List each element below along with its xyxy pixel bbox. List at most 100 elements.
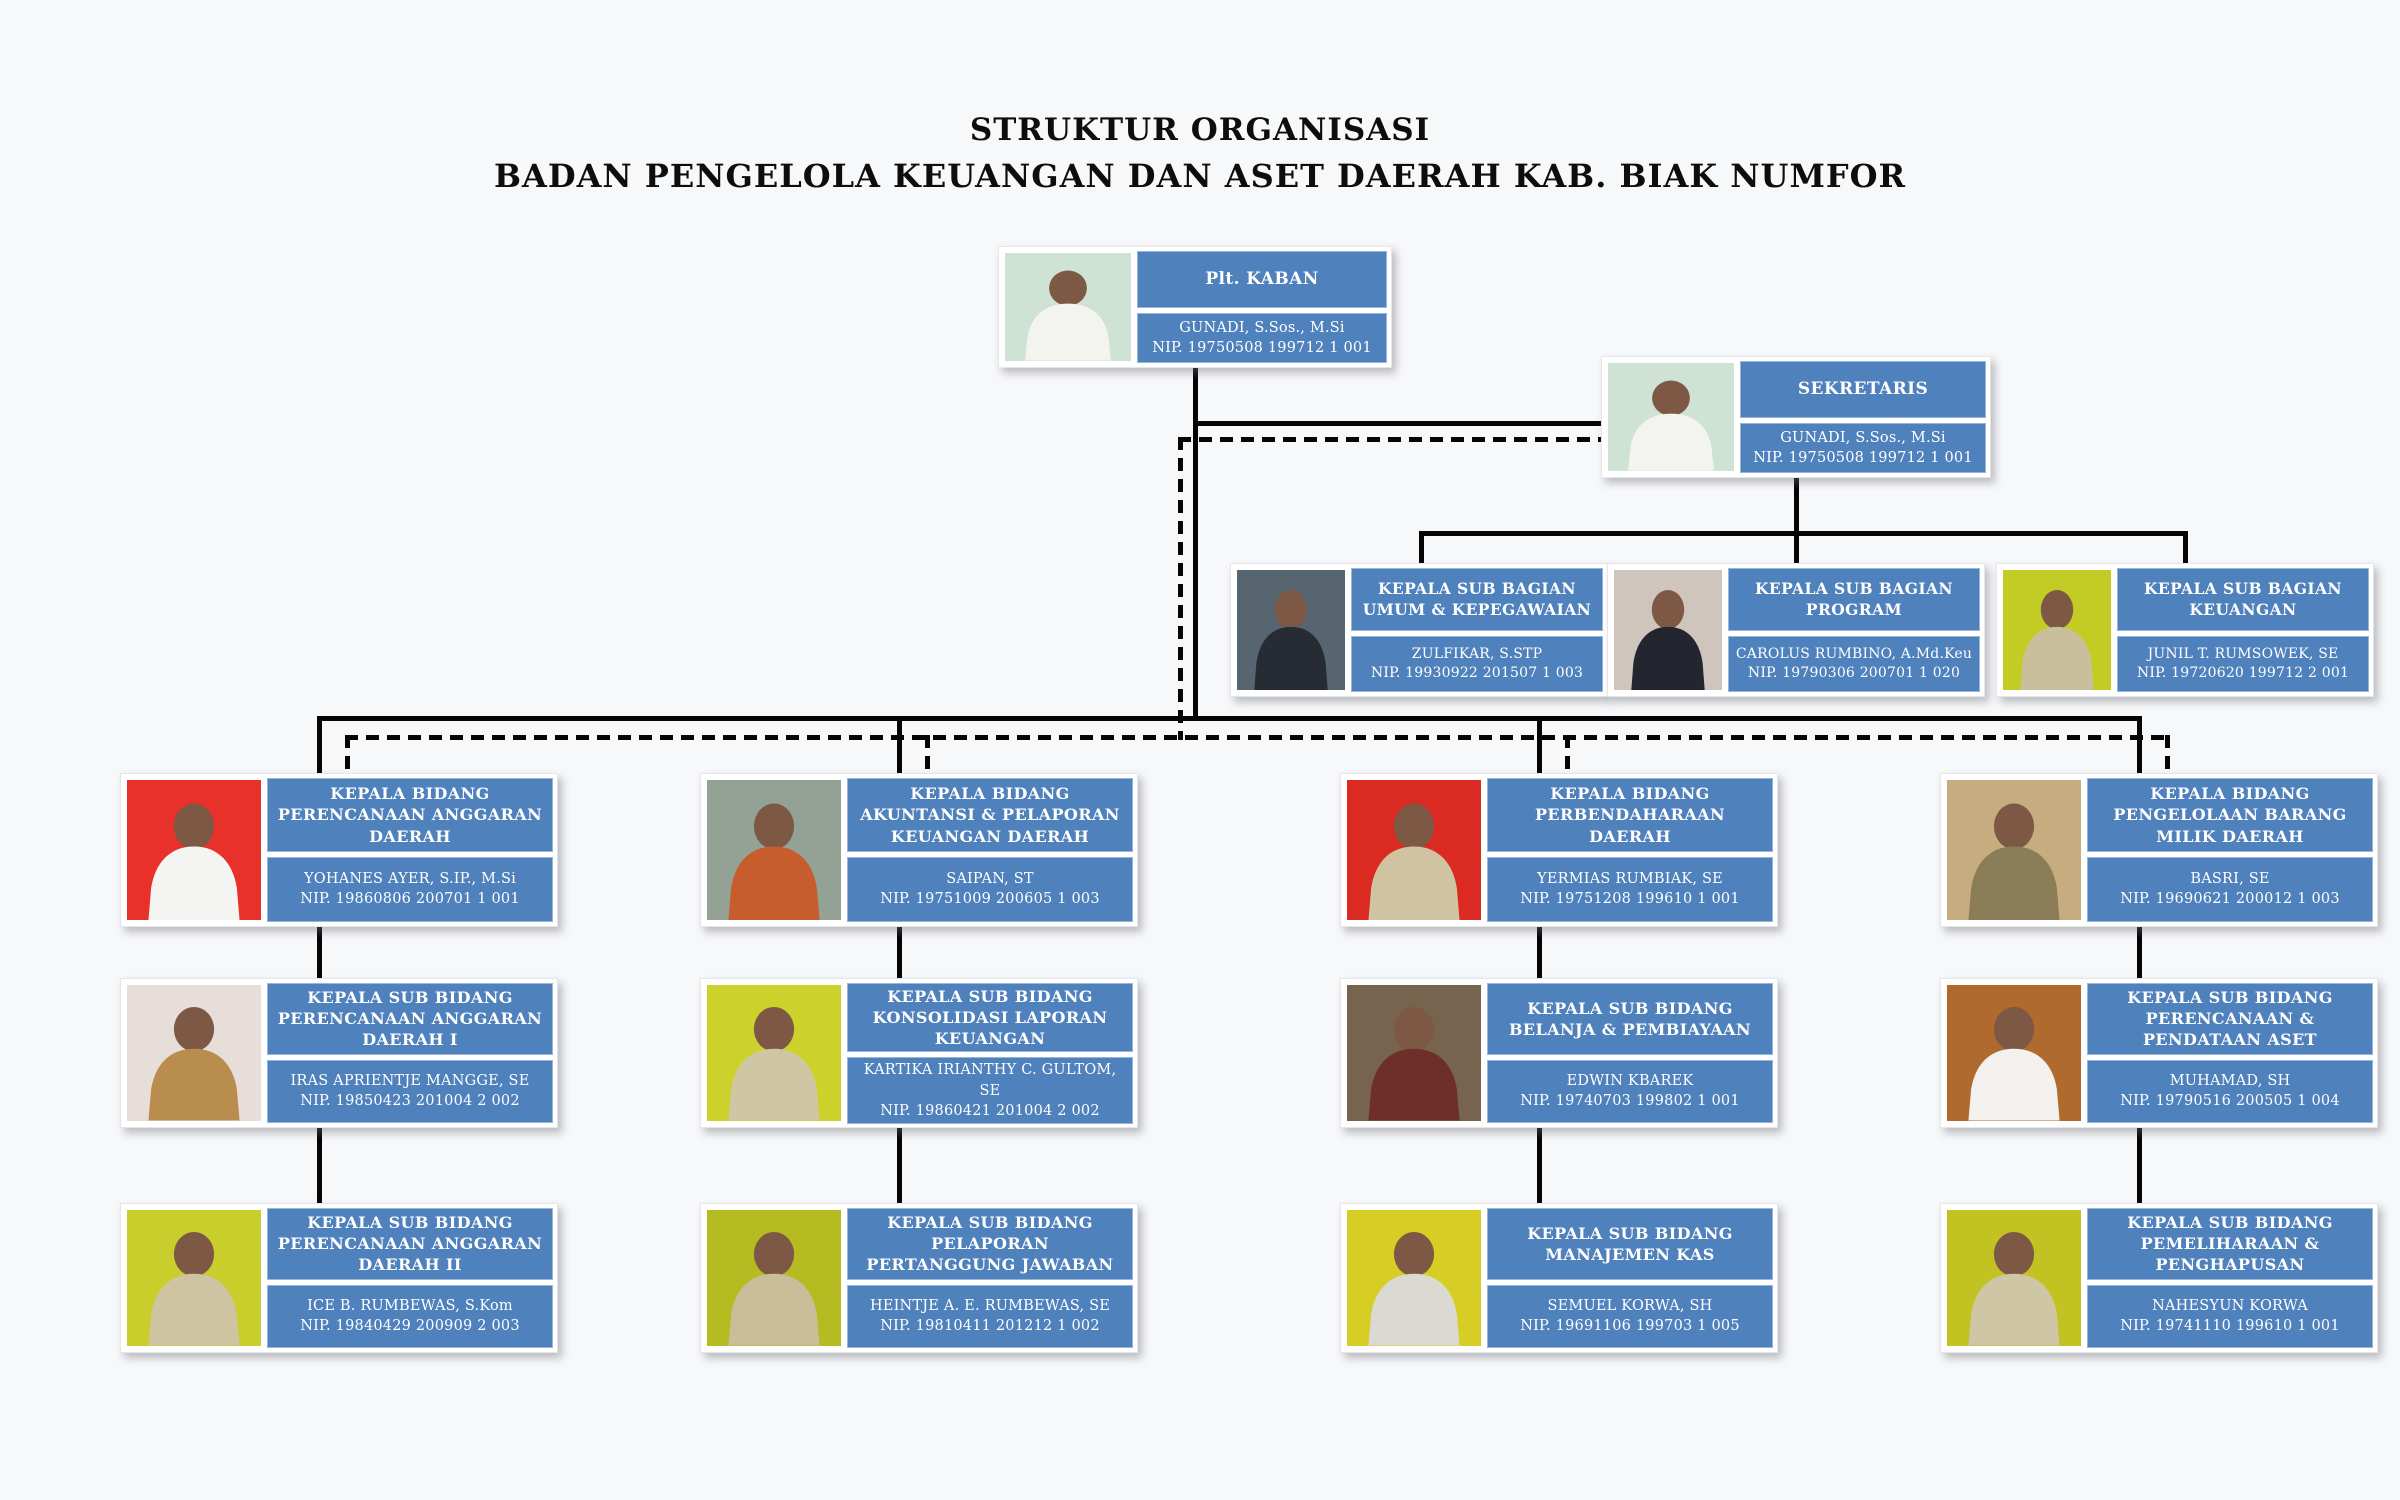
connector-col4-sub1-sub2 (2137, 1128, 2142, 1203)
connector-main-horizontal-dashed (345, 735, 2170, 740)
person-silhouette-icon (1254, 589, 1328, 690)
connector-dashed-stub-bidang1 (345, 735, 350, 773)
person-photo (705, 1208, 843, 1348)
person-photo (125, 1208, 263, 1348)
org-card-subbidang-anggaran-1: KEPALA SUB BIDANG PERENCANAAN ANGGARAN D… (120, 978, 558, 1128)
person-nip: NIP. 19750508 199712 1 001 (1152, 339, 1372, 356)
role-title: KEPALA SUB BIDANG PERENCANAAN & PENDATAA… (2087, 983, 2373, 1055)
person-silhouette-icon (728, 1232, 820, 1346)
person-nip: NIP. 19690621 200012 1 003 (2120, 891, 2340, 908)
person-nip: NIP. 19750508 199712 1 001 (1753, 449, 1973, 466)
connector-stub-subbagian1 (1419, 531, 1424, 563)
person-silhouette-icon (1368, 1232, 1460, 1346)
connector-kaban-vertical (1193, 368, 1198, 721)
connector-col1-sub1-sub2 (317, 1128, 322, 1203)
org-card-bidang-perbendaharaan: KEPALA BIDANG PERBENDAHARAAN DAERAH YERM… (1340, 773, 1778, 927)
person-silhouette-icon (1628, 380, 1714, 471)
person-name: HEINTJE A. E. RUMBEWAS, SE (869, 1298, 1111, 1315)
person-photo (705, 778, 843, 922)
connector-dashed-vertical (1178, 437, 1183, 740)
role-title: KEPALA BIDANG PENGELOLAAN BARANG MILIK D… (2087, 778, 2373, 852)
person-nip: NIP. 19691106 199703 1 005 (1520, 1318, 1740, 1335)
org-card-subbagian-umum: KEPALA SUB BAGIAN UMUM & KEPEGAWAIAN ZUL… (1230, 563, 1608, 697)
role-title: KEPALA BIDANG PERBENDAHARAAN DAERAH (1487, 778, 1773, 852)
role-title: KEPALA SUB BIDANG KONSOLIDASI LAPORAN KE… (847, 983, 1133, 1053)
connector-subbagian-horizontal (1419, 531, 2188, 536)
person-photo (1345, 1208, 1483, 1348)
role-title: KEPALA SUB BAGIAN PROGRAM (1728, 568, 1980, 632)
org-card-subbidang-konsolidasi: KEPALA SUB BIDANG KONSOLIDASI LAPORAN KE… (700, 978, 1138, 1128)
person-name: SAIPAN, ST (946, 871, 1034, 888)
connector-dashed-stub-bidang4 (2165, 735, 2170, 773)
person-silhouette-icon (728, 803, 820, 920)
person-name: GUNADI, S.Sos., M.Si (1179, 319, 1345, 336)
connector-sekretaris-down (1794, 478, 1799, 533)
person-nip: NIP. 19840429 200909 2 003 (300, 1318, 520, 1335)
person-name: SEMUEL KORWA, SH (1547, 1298, 1713, 1315)
role-title: KEPALA SUB BIDANG BELANJA & PEMBIAYAAN (1487, 983, 1773, 1055)
person-nip: NIP. 19720620 199712 2 001 (2136, 665, 2350, 682)
person-photo (1235, 568, 1347, 692)
role-title: KEPALA SUB BIDANG PERENCANAAN ANGGARAN D… (267, 983, 553, 1055)
person-photo (705, 983, 843, 1123)
person-photo (1945, 778, 2083, 922)
person-silhouette-icon (728, 1007, 820, 1121)
person-silhouette-icon (1968, 1232, 2060, 1346)
org-card-bidang-barang-milik: KEPALA BIDANG PENGELOLAAN BARANG MILIK D… (1940, 773, 2378, 927)
connector-col4-bid-sub1 (2137, 927, 2142, 978)
connector-stub-bidang2 (897, 716, 902, 773)
org-card-subbidang-pendataan-aset: KEPALA SUB BIDANG PERENCANAAN & PENDATAA… (1940, 978, 2378, 1128)
person-nip: NIP. 19860806 200701 1 001 (300, 891, 520, 908)
org-card-subbidang-belanja: KEPALA SUB BIDANG BELANJA & PEMBIAYAAN E… (1340, 978, 1778, 1128)
person-photo (1345, 983, 1483, 1123)
person-photo (1345, 778, 1483, 922)
role-title: SEKRETARIS (1740, 361, 1986, 418)
connector-kaban-sekretaris-solid (1195, 421, 1601, 426)
chart-title: STRUKTUR ORGANISASI BADAN PENGELOLA KEUA… (0, 108, 2400, 199)
person-photo (1606, 361, 1736, 473)
person-name: CAROLUS RUMBINO, A.Md.Keu (1735, 645, 1973, 662)
person-photo (1945, 1208, 2083, 1348)
person-photo (1612, 568, 1724, 692)
chart-title-line1: STRUKTUR ORGANISASI (969, 112, 1431, 148)
person-nip: NIP. 19790306 200701 1 020 (1747, 665, 1961, 682)
person-name: YERMIAS RUMBIAK, SE (1537, 871, 1723, 888)
person-nip: NIP. 19930922 201507 1 003 (1370, 665, 1584, 682)
role-title: KEPALA SUB BAGIAN KEUANGAN (2117, 568, 2369, 632)
connector-sekretaris-dashed-branch (1178, 437, 1601, 442)
connector-col3-sub1-sub2 (1537, 1128, 1542, 1203)
org-card-subbidang-pemeliharaan: KEPALA SUB BIDANG PEMELIHARAAN & PENGHAP… (1940, 1203, 2378, 1353)
person-nip: NIP. 19751009 200605 1 003 (880, 891, 1100, 908)
person-photo (125, 778, 263, 922)
connector-col1-bid-sub1 (317, 927, 322, 978)
person-name: MUHAMAD, SH (2169, 1073, 2291, 1090)
person-photo (2001, 568, 2113, 692)
person-name: IRAS APRIENTJE MANGGE, SE (290, 1073, 530, 1090)
connector-dashed-stub-bidang3 (1565, 735, 1570, 773)
person-name: YOHANES AYER, S.IP., M.Si (304, 871, 516, 888)
chart-title-line2: BADAN PENGELOLA KEUANGAN DAN ASET DAERAH… (493, 156, 1907, 195)
org-card-bidang-perencanaan-anggaran: KEPALA BIDANG PERENCANAAN ANGGARAN DAERA… (120, 773, 558, 927)
person-silhouette-icon (148, 1007, 240, 1121)
role-title: KEPALA SUB BAGIAN UMUM & KEPEGAWAIAN (1351, 568, 1603, 632)
role-title: KEPALA BIDANG PERENCANAAN ANGGARAN DAERA… (267, 778, 553, 852)
person-name: ZULFIKAR, S.STP (1411, 645, 1543, 662)
person-silhouette-icon (148, 803, 240, 920)
connector-stub-subbagian2 (1794, 531, 1799, 563)
role-title: KEPALA SUB BIDANG PEMELIHARAAN & PENGHAP… (2087, 1208, 2373, 1280)
person-nip: NIP. 19860421 201004 2 002 (880, 1102, 1100, 1119)
person-name: BASRI, SE (2190, 871, 2270, 888)
person-nip: NIP. 19850423 201004 2 002 (300, 1093, 520, 1110)
org-card-subbidang-pelaporan: KEPALA SUB BIDANG PELAPORAN PERTANGGUNG … (700, 1203, 1138, 1353)
person-nip: NIP. 19741110 199610 1 001 (2120, 1318, 2340, 1335)
person-silhouette-icon (1968, 803, 2060, 920)
person-name: GUNADI, S.Sos., M.Si (1780, 429, 1946, 446)
person-silhouette-icon (1025, 270, 1111, 361)
connector-stub-bidang4 (2137, 716, 2142, 773)
org-card-subbidang-anggaran-2: KEPALA SUB BIDANG PERENCANAAN ANGGARAN D… (120, 1203, 558, 1353)
person-silhouette-icon (1631, 589, 1705, 690)
connector-col2-bid-sub1 (897, 927, 902, 978)
org-card-subbagian-keuangan: KEPALA SUB BAGIAN KEUANGAN JUNIL T. RUMS… (1996, 563, 2374, 697)
role-title: KEPALA SUB BIDANG PERENCANAAN ANGGARAN D… (267, 1208, 553, 1280)
